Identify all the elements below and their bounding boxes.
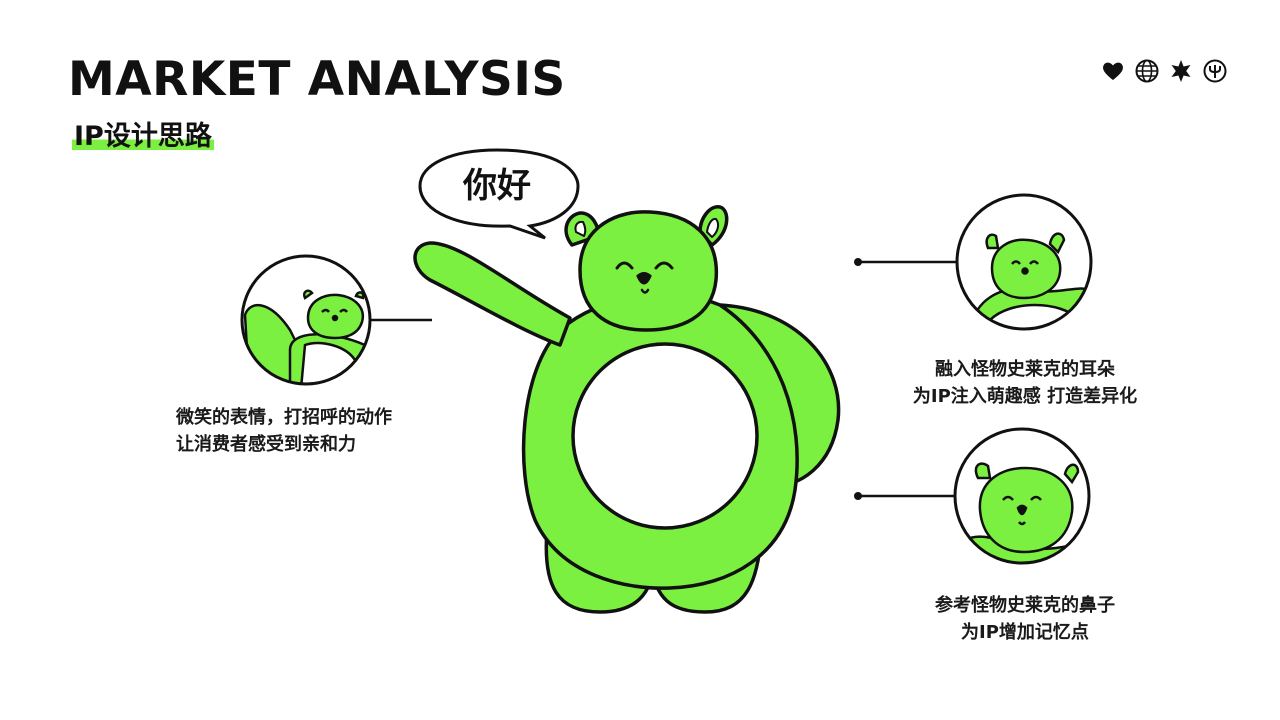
connector-dot-right-top: [854, 258, 862, 266]
top-icon-row: [1100, 58, 1234, 86]
detail-circle-left: [240, 254, 372, 386]
speech-bubble: 你好: [418, 148, 580, 240]
caption-right-top-line-2: 为IP注入萌趣感 打造差异化: [912, 386, 1138, 407]
star-icon[interactable]: [1168, 58, 1194, 84]
connector-dot-right-bottom: [854, 492, 862, 500]
caption-right-bottom: 参考怪物史莱克的鼻子 为IP增加记忆点: [870, 592, 1180, 646]
caption-left-line-2: 让消费者感受到亲和力: [176, 434, 356, 455]
page-title: MARKET ANALYSIS: [68, 52, 566, 107]
caption-left-line-1: 微笑的表情，打招呼的动作: [176, 407, 392, 428]
caption-right-bottom-line-1: 参考怪物史莱克的鼻子: [935, 595, 1115, 616]
globe-icon[interactable]: [1134, 58, 1160, 84]
caption-right-bottom-line-2: 为IP增加记忆点: [961, 622, 1089, 643]
caption-left: 微笑的表情，打招呼的动作 让消费者感受到亲和力: [176, 404, 392, 458]
page-subtitle: IP设计思路: [72, 120, 214, 154]
heart-icon[interactable]: [1100, 58, 1126, 84]
mascot-main: [413, 205, 841, 614]
caption-right-top-line-1: 融入怪物史莱克的耳朵: [935, 359, 1115, 380]
detail-circle-nose: [953, 427, 1091, 565]
caption-right-top: 融入怪物史莱克的耳朵 为IP注入萌趣感 打造差异化: [870, 356, 1180, 410]
mascot-face: [615, 261, 674, 294]
detail-circle-ears: [955, 193, 1093, 331]
speech-bubble-text: 你好: [462, 166, 531, 206]
fork-circle-icon[interactable]: [1202, 58, 1228, 84]
